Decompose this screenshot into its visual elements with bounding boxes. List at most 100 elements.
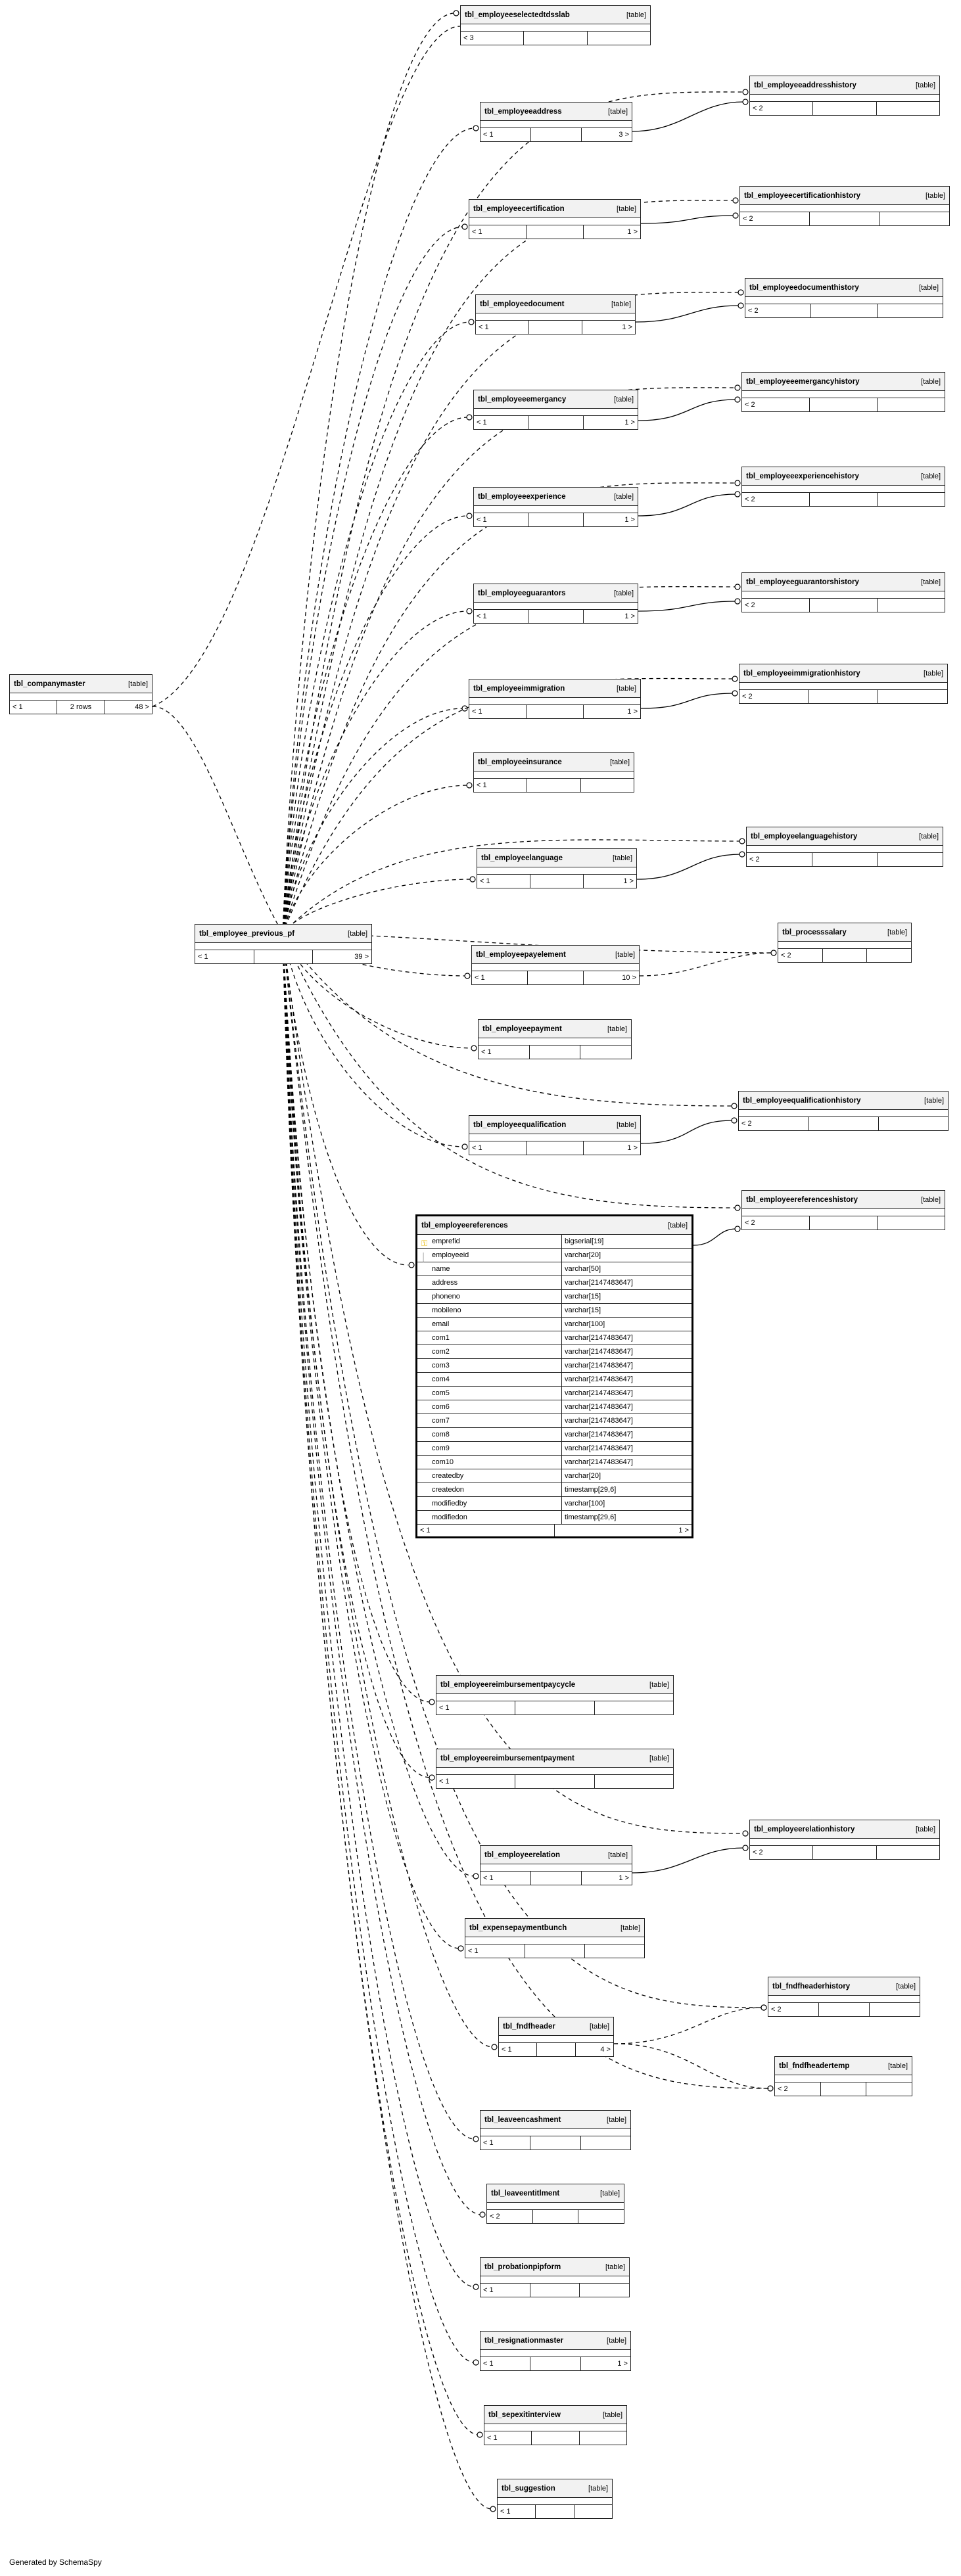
parents-count[interactable]: < 3 [461, 32, 525, 45]
parents-count[interactable]: < 1 [480, 1872, 531, 1885]
children-count[interactable]: 1 > [622, 323, 632, 331]
table-name[interactable]: tbl_fndfheadertemp [779, 2061, 850, 2070]
parents-count[interactable]: < 2 [778, 949, 823, 962]
table-processsalary[interactable]: tbl_processsalary[table] < 2 [778, 923, 912, 963]
table-name[interactable]: tbl_employeereferenceshistory [746, 1195, 858, 1204]
children-count[interactable] [580, 1046, 631, 1059]
parents-count[interactable]: < 1 [477, 875, 530, 888]
table-name[interactable]: tbl_employeequalificationhistory [743, 1096, 861, 1105]
table-employeeinsurance[interactable]: tbl_employeeinsurance[table] < 1 [473, 752, 634, 793]
table-name[interactable]: tbl_employeerelation [484, 1851, 561, 1859]
parents-count[interactable]: < 1 [436, 1775, 516, 1788]
parents-count[interactable]: < 1 [10, 701, 58, 714]
children-count[interactable] [595, 1775, 673, 1788]
table-name[interactable]: tbl_employeereferences [421, 1221, 508, 1230]
table-name[interactable]: tbl_employeereimbursementpaycycle [440, 1680, 576, 1689]
table-name[interactable]: tbl_employeepayelement [476, 950, 566, 959]
table-employeeguarantorshistory[interactable]: tbl_employeeguarantorshistory[table] < 2 [741, 572, 945, 612]
table-suggestion[interactable]: tbl_suggestion[table] < 1 [497, 2479, 613, 2519]
children-count[interactable]: 1 > [619, 1874, 629, 1882]
parents-count[interactable]: < 2 [740, 212, 810, 225]
table-name[interactable]: tbl_employeecertification [473, 204, 565, 213]
children-count[interactable]: 1 > [627, 228, 638, 236]
parents-count[interactable]: < 1 [474, 416, 529, 429]
children-count[interactable] [878, 304, 943, 317]
table-name[interactable]: tbl_employeeaddresshistory [754, 81, 856, 89]
table-name[interactable]: tbl_employeeemergancy [478, 395, 567, 403]
table-name[interactable]: tbl_employeeinsurance [478, 758, 562, 766]
table-name[interactable]: tbl_sepexitinterview [488, 2410, 561, 2419]
children-count[interactable] [581, 2136, 630, 2150]
table-name[interactable]: tbl_employeedocument [480, 300, 565, 308]
table-name[interactable]: tbl_employeeimmigrationhistory [743, 669, 860, 678]
children-count[interactable] [574, 2505, 612, 2518]
parents-count[interactable]: < 1 [469, 225, 527, 239]
children-count[interactable] [867, 949, 911, 962]
parents-count[interactable]: < 1 [476, 321, 529, 334]
children-count[interactable]: 1 > [623, 877, 634, 885]
table-name[interactable]: tbl_employeelanguage [481, 854, 563, 862]
children-count[interactable]: 48 > [135, 703, 149, 711]
parents-count[interactable]: < 2 [750, 102, 814, 115]
parents-count[interactable]: < 2 [768, 2003, 819, 2016]
parents-count[interactable]: < 1 [472, 971, 528, 984]
children-count[interactable]: 1 > [624, 612, 635, 620]
parents-count[interactable]: < 1 [195, 950, 254, 963]
table-sepexitinterview[interactable]: tbl_sepexitinterview[table] < 1 [484, 2405, 627, 2445]
table-name[interactable]: tbl_leaveencashment [484, 2115, 561, 2124]
children-count[interactable]: 1 > [624, 516, 635, 524]
parents-count[interactable]: < 1 [484, 2431, 532, 2445]
table-name[interactable]: tbl_employeepayment [482, 1024, 562, 1033]
table-employeereimbursementpayment[interactable]: tbl_employeereimbursementpayment[table] … [436, 1749, 674, 1789]
children-count[interactable]: 1 > [627, 1144, 638, 1152]
parents-count[interactable]: < 1 [499, 2043, 538, 2056]
table-name[interactable]: tbl_companymaster [14, 679, 85, 688]
table-employeeexperiencehistory[interactable]: tbl_employeeexperiencehistory[table] < 2 [741, 467, 945, 507]
parents-count[interactable]: < 1 [417, 1525, 555, 1536]
parents-count[interactable]: < 1 [474, 779, 528, 792]
table-name[interactable]: tbl_probationpipform [484, 2263, 561, 2271]
parents-count[interactable]: < 1 [436, 1701, 516, 1714]
children-count[interactable] [880, 212, 949, 225]
table-employeedocumenthistory[interactable]: tbl_employeedocumenthistory[table] < 2 [745, 278, 943, 318]
children-count[interactable] [866, 2082, 912, 2096]
children-count[interactable]: 4 > [600, 2046, 611, 2054]
parents-count[interactable]: < 2 [742, 599, 810, 612]
table-name[interactable]: tbl_fndfheaderhistory [772, 1982, 851, 1990]
children-count[interactable] [870, 2003, 920, 2016]
parents-count[interactable]: < 1 [474, 513, 529, 526]
parents-count[interactable]: < 1 [480, 128, 531, 141]
table-name[interactable]: tbl_employeelanguagehistory [751, 832, 858, 840]
table-employeeemergancyhistory[interactable]: tbl_employeeemergancyhistory[table] < 2 [741, 372, 945, 412]
table-name[interactable]: tbl_employeedocumenthistory [749, 283, 859, 292]
children-count[interactable] [595, 1701, 673, 1714]
parents-count[interactable]: < 2 [745, 304, 812, 317]
table-name[interactable]: tbl_leaveentitlment [491, 2189, 560, 2197]
parents-count[interactable]: < 1 [480, 2357, 531, 2370]
parents-count[interactable]: < 1 [469, 1141, 527, 1155]
children-count[interactable] [580, 2284, 629, 2297]
table-name[interactable]: tbl_employeeselectedtdsslab [465, 11, 570, 19]
children-count[interactable] [877, 102, 939, 115]
table-name[interactable]: tbl_employee_previous_pf [199, 929, 295, 938]
children-count[interactable] [878, 853, 943, 866]
